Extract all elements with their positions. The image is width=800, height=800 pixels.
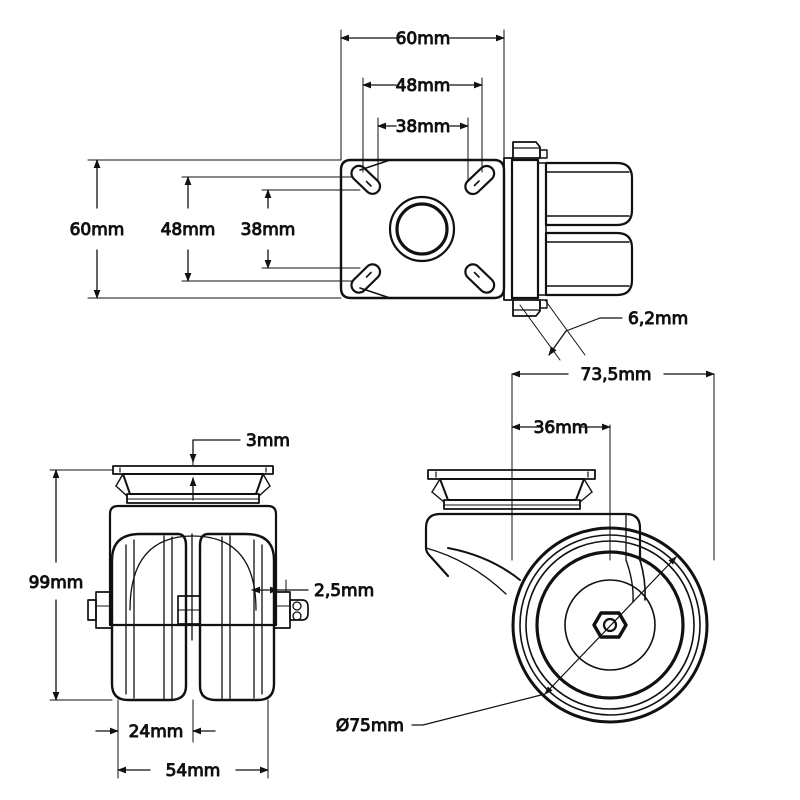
side-bell-left-lower: [431, 491, 445, 503]
axle-cap-right-outer: [289, 599, 309, 621]
top-view-vertical-dims: 60mm 48mm 38mm: [69, 159, 361, 299]
side-swivel-race: [443, 499, 581, 510]
wheel-top-upper: [544, 161, 634, 227]
top-view-horizontal-dims: 60mm 48mm 38mm: [340, 29, 505, 181]
yoke-plate-edge: [503, 157, 513, 301]
leader-62: [565, 317, 601, 332]
dim-label-25mm: 2,5mm: [314, 581, 374, 601]
front-view-dims: 3mm 99mm 2,5mm 24mm 54mm: [28, 431, 375, 782]
front-swivel-race: [126, 493, 260, 504]
side-view-swivel-group: [424, 469, 709, 724]
wheel-top-lower: [544, 231, 634, 297]
dim-label-60-horizontal: 60mm: [396, 29, 451, 49]
bolt-slot-bottom-right: [464, 263, 496, 294]
front-bell-left-lower: [115, 485, 128, 497]
dim-label-99mm: 99mm: [29, 573, 84, 593]
plate-center-circle-inner: [395, 202, 449, 256]
dim-label-36mm: 36mm: [534, 418, 589, 438]
dim-62-group: 6,2mm: [519, 299, 689, 361]
dim-label-diameter-75mm: Ø75mm: [336, 716, 404, 736]
dim-label-60-vertical: 60mm: [70, 220, 125, 240]
front-bell-right-lower: [258, 485, 271, 497]
front-top-plate: [112, 465, 274, 475]
axle-cap-left-outer: [87, 599, 97, 621]
side-fork-right-leg-inner: [625, 559, 634, 603]
wheel-rim-band: [535, 550, 685, 700]
bolt-slot-top-right: [464, 164, 496, 196]
axle-nut-bottom: [539, 299, 548, 309]
front-wheel-right: [198, 532, 276, 702]
front-bell-left-edge: [115, 473, 124, 487]
ext-62-b: [544, 299, 586, 356]
bolt-slot-br-detail: [473, 271, 480, 278]
yoke-body: [510, 158, 540, 300]
ext-lines-vertical: [87, 159, 361, 299]
yoke-body-rib: [537, 162, 547, 296]
top-view-yoke: [503, 141, 548, 317]
ext-62-a: [519, 304, 561, 361]
top-view-plate-group: [339, 141, 634, 317]
dim-label-735mm: 73,5mm: [581, 365, 652, 385]
plate-outline: [339, 158, 506, 300]
bolt-slot-top-left: [350, 164, 382, 195]
dim-line-62: [548, 330, 567, 356]
axle-cap-right: [273, 591, 291, 629]
side-top-plate: [427, 469, 596, 480]
side-bell-right-edge: [583, 478, 593, 493]
front-hub-arc: [129, 535, 257, 611]
front-fork-housing: [108, 504, 278, 627]
dim-label-48-vertical: 48mm: [161, 220, 216, 240]
dim-label-3mm: 3mm: [246, 431, 290, 451]
wheel-hex-nut: [592, 611, 628, 639]
dim-label-48-horizontal: 48mm: [396, 76, 451, 96]
wheel-rim-outer: [525, 540, 695, 710]
ext-lines-horizontal: [340, 29, 505, 181]
dim-label-38-horizontal: 38mm: [396, 117, 451, 137]
bolt-slot-bl-detail: [365, 271, 372, 278]
side-view-dims: 73,5mm 36mm Ø75mm: [335, 365, 715, 737]
side-bell-left-edge: [431, 478, 441, 493]
plate-center-circle-outer: [388, 195, 456, 263]
top-view-twin-wheels: [544, 161, 634, 297]
dim-label-62: 6,2mm: [628, 309, 688, 329]
bolt-slot-bottom-left: [350, 263, 382, 294]
dim-label-54mm: 54mm: [166, 761, 221, 781]
axle-bolt-bottom: [512, 299, 541, 317]
wheel-tread-inner-edge: [519, 534, 701, 716]
front-bell-right-edge: [262, 473, 271, 487]
front-wheel-detail-lines: [125, 533, 263, 700]
side-fork-sweep-inner: [447, 547, 521, 581]
plate-bolt-slots: [350, 164, 496, 294]
axle-bolt-top: [512, 141, 541, 159]
front-view-twin-wheel-group: [87, 465, 309, 702]
front-axle-caps: [87, 591, 309, 629]
front-wheel-left: [110, 532, 188, 702]
axle-nut-top: [539, 149, 548, 159]
side-fork-sweep-outer: [425, 547, 507, 595]
dim-label-38-vertical: 38mm: [241, 220, 296, 240]
bolt-slot-tl-detail: [365, 180, 372, 187]
axle-cap-center: [177, 595, 201, 625]
dim-line-diameter-75: [544, 556, 677, 695]
leader-75: [422, 693, 546, 726]
side-bell-right-lower: [579, 491, 593, 503]
bolt-slot-tr-detail: [473, 180, 480, 187]
dim-label-24mm: 24mm: [129, 722, 184, 742]
